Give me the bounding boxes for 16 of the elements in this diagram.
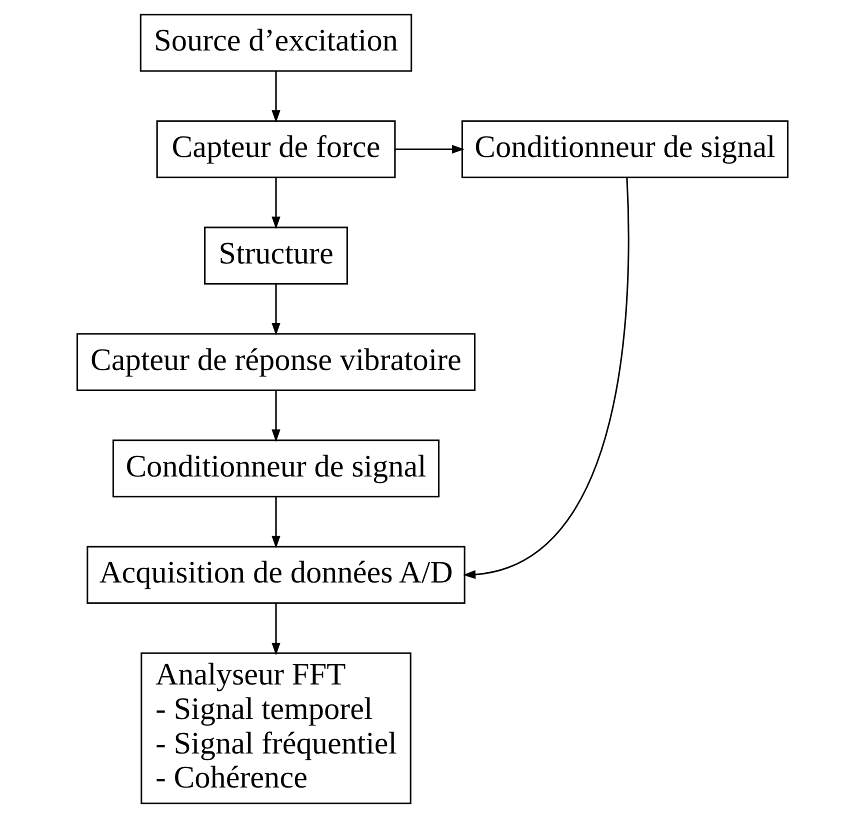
node-box: Analyseur FFT - Signal temporel - Signal fréquentiel - Cohérence <box>140 652 412 804</box>
arrow <box>272 72 280 123</box>
node-box: Conditionneur de signal <box>112 440 440 498</box>
arrow <box>272 603 280 656</box>
node-box: Capteur de réponse vibratoire <box>76 333 476 391</box>
arrow <box>463 178 630 579</box>
arrow <box>272 178 280 230</box>
arrow <box>272 497 280 548</box>
arrow <box>272 390 280 442</box>
node-box: Source d’excitation <box>140 14 412 72</box>
node-box: Acquisition de données A/D <box>86 546 466 604</box>
arrow <box>272 284 280 336</box>
node-box: Conditionneur de signal <box>461 120 789 178</box>
arrow <box>395 144 464 154</box>
node-box: Structure <box>204 226 348 285</box>
node-box: Capteur de force <box>156 120 396 178</box>
